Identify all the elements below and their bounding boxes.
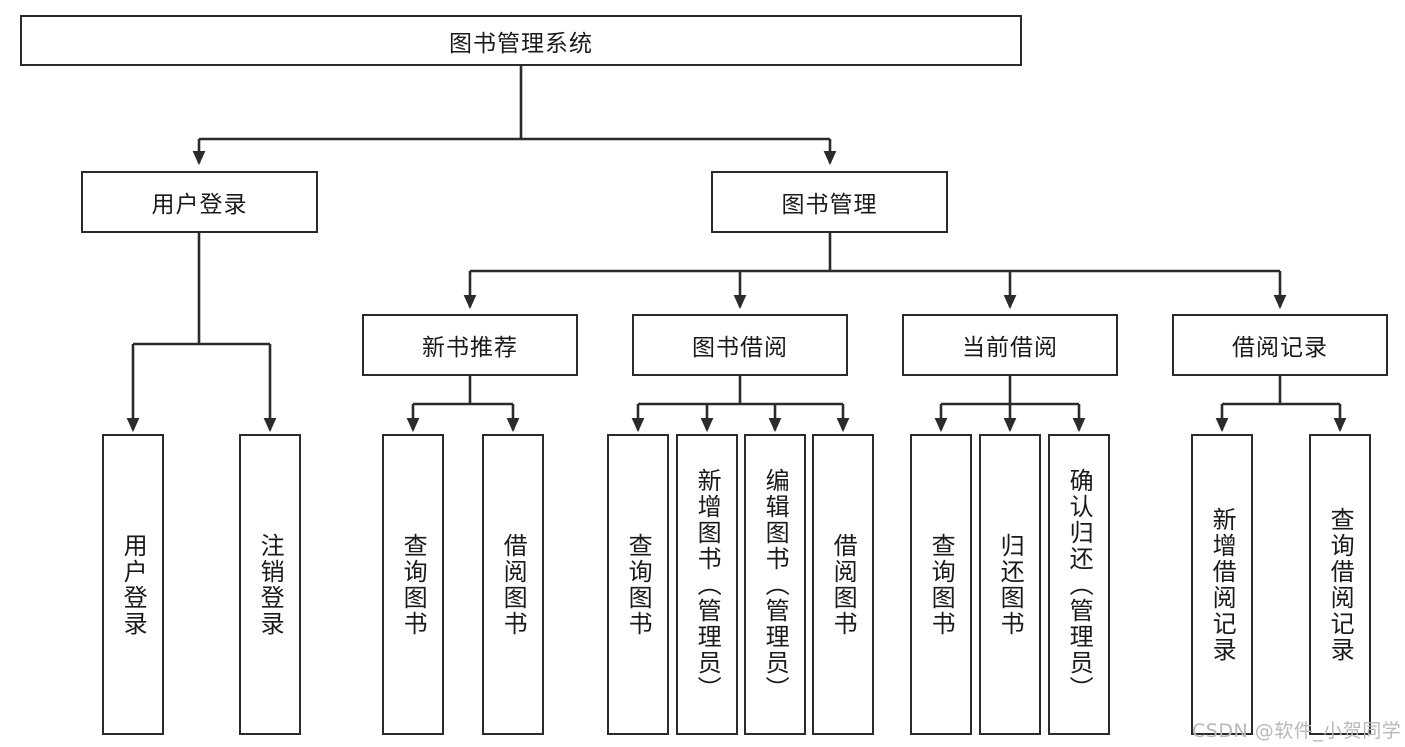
node-current-borrow[interactable]: 当前借阅 — [902, 314, 1118, 376]
node-label: 确认归还（管理员） — [1065, 467, 1094, 702]
node-leaf-borrow-book-1[interactable]: 借阅图书 — [482, 434, 544, 735]
node-leaf-add-record[interactable]: 新增借阅记录 — [1191, 434, 1253, 735]
node-leaf-logout-login[interactable]: 注销登录 — [239, 434, 301, 735]
node-label: 图书管理系统 — [449, 30, 593, 57]
node-label: 编辑图书（管理员） — [761, 467, 790, 702]
node-leaf-user-login[interactable]: 用户登录 — [102, 434, 164, 735]
node-label: 借阅图书 — [499, 532, 528, 637]
node-label: 图书管理 — [781, 192, 878, 218]
node-label: 借阅记录 — [1232, 335, 1328, 361]
node-label: 图书借阅 — [692, 335, 788, 361]
csdn-watermark: CSDN @软件_小贺同学 — [1192, 720, 1402, 742]
node-leaf-add-book[interactable]: 新增图书（管理员） — [676, 434, 738, 735]
node-label: 注销登录 — [256, 532, 285, 637]
node-user-login[interactable]: 用户登录 — [81, 171, 318, 233]
node-leaf-query-book-2[interactable]: 查询图书 — [607, 434, 669, 735]
node-leaf-confirm-return[interactable]: 确认归还（管理员） — [1048, 434, 1110, 735]
node-label: 查询图书 — [927, 532, 956, 637]
node-leaf-query-record[interactable]: 查询借阅记录 — [1309, 434, 1371, 735]
node-leaf-query-book-1[interactable]: 查询图书 — [382, 434, 444, 735]
node-leaf-query-book-3[interactable]: 查询图书 — [910, 434, 972, 735]
node-book-management-system[interactable]: 图书管理系统 — [20, 15, 1022, 66]
node-label: 当前借阅 — [962, 335, 1058, 361]
node-book-borrow[interactable]: 图书借阅 — [632, 314, 848, 376]
node-leaf-return-book[interactable]: 归还图书 — [979, 434, 1041, 735]
node-label: 新增借阅记录 — [1208, 506, 1237, 663]
node-borrow-record[interactable]: 借阅记录 — [1172, 314, 1388, 376]
node-new-book-recommend[interactable]: 新书推荐 — [362, 314, 578, 376]
node-book-management[interactable]: 图书管理 — [711, 171, 948, 233]
node-label: 归还图书 — [996, 532, 1025, 637]
node-label: 新增图书（管理员） — [693, 467, 722, 702]
node-leaf-edit-book[interactable]: 编辑图书（管理员） — [744, 434, 806, 735]
node-label: 新书推荐 — [422, 335, 518, 361]
node-label: 查询借阅记录 — [1326, 506, 1355, 663]
node-label: 用户登录 — [151, 192, 248, 218]
node-label: 用户登录 — [119, 532, 148, 637]
node-leaf-borrow-book-2[interactable]: 借阅图书 — [812, 434, 874, 735]
node-label: 借阅图书 — [829, 532, 858, 637]
node-label: 查询图书 — [399, 532, 428, 637]
node-label: 查询图书 — [624, 532, 653, 637]
